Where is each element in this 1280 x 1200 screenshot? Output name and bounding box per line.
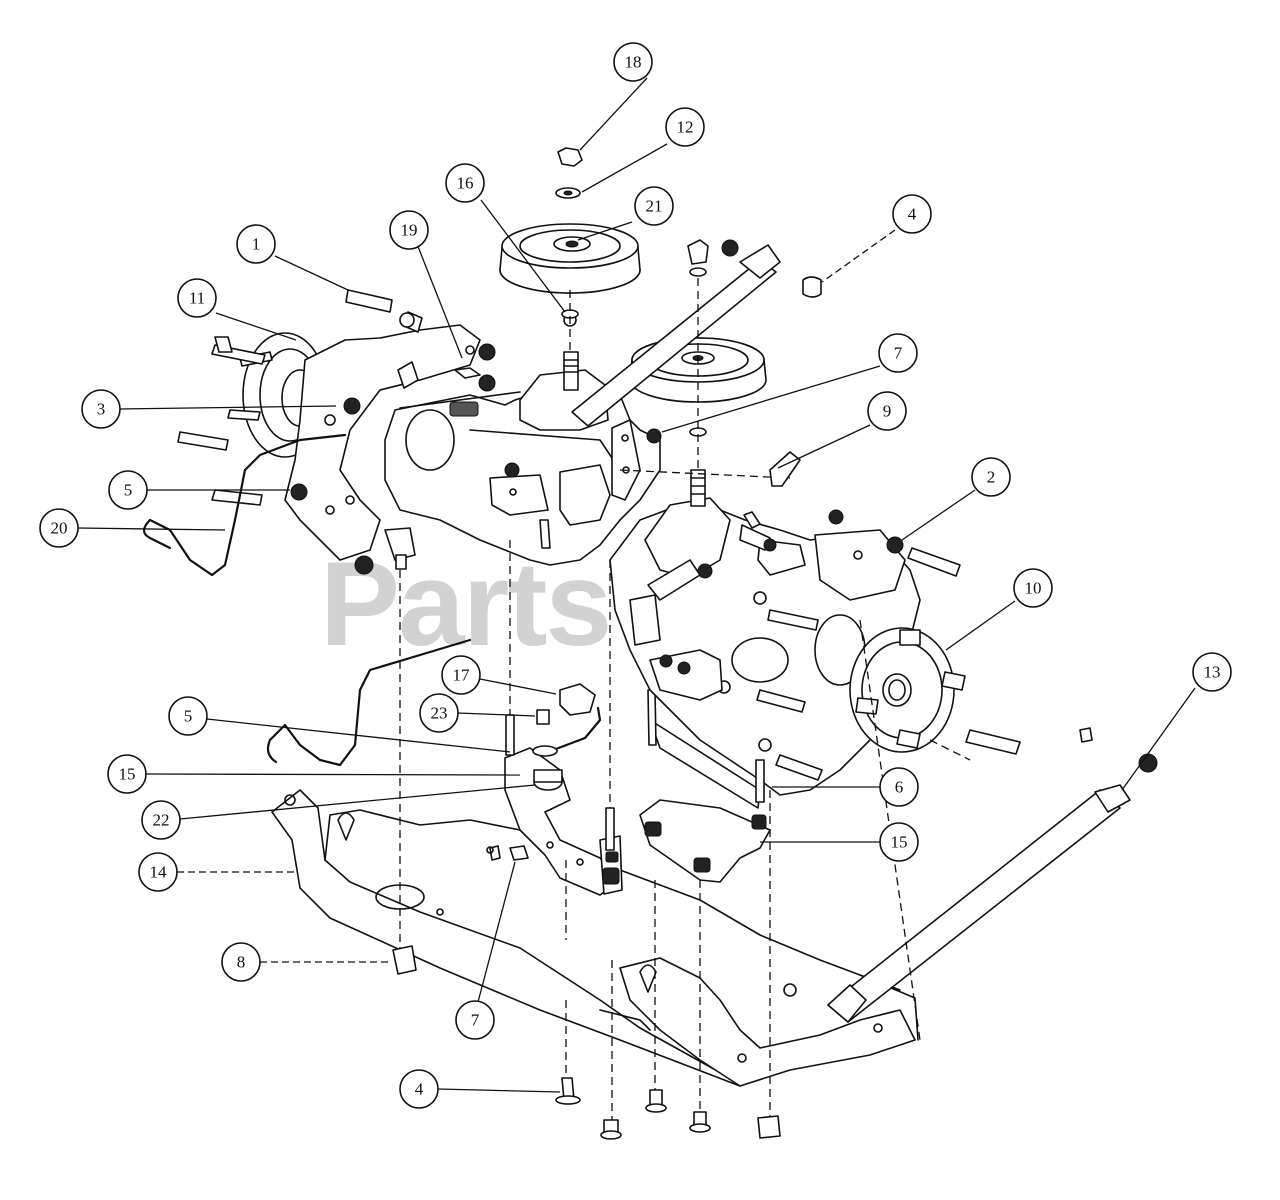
callout-11: 11	[177, 278, 217, 318]
svg-text:4: 4	[908, 205, 917, 224]
svg-text:16: 16	[457, 174, 474, 193]
svg-text:21: 21	[646, 197, 663, 216]
callout-9: 9	[867, 391, 907, 431]
svg-text:19: 19	[401, 221, 418, 240]
callout-16: 16	[445, 163, 485, 203]
callout-3: 3	[81, 389, 121, 429]
svg-text:13: 13	[1204, 663, 1221, 682]
svg-text:8: 8	[237, 953, 246, 972]
mount-plate-left	[504, 747, 623, 896]
top-pulley	[499, 223, 641, 319]
svg-text:9: 9	[883, 402, 892, 421]
callout-18: 18	[613, 42, 653, 82]
svg-text:12: 12	[677, 118, 694, 137]
callout-2: 2	[971, 457, 1011, 497]
callout-14: 14	[138, 852, 178, 892]
callout-15-right: 15	[879, 822, 919, 862]
svg-text:17: 17	[453, 666, 471, 685]
callout-13: 13	[1192, 652, 1232, 692]
callout-7-lower: 7	[455, 1000, 495, 1040]
svg-text:1: 1	[252, 235, 261, 254]
svg-text:2: 2	[987, 468, 996, 487]
svg-text:23: 23	[431, 704, 448, 723]
callout-4-top: 4	[892, 194, 932, 234]
control-rods	[142, 239, 1158, 1120]
svg-text:3: 3	[97, 400, 106, 419]
svg-text:22: 22	[153, 811, 170, 830]
svg-text:7: 7	[894, 344, 903, 363]
callout-7-upper: 7	[878, 333, 918, 373]
leader-lines	[77, 77, 1196, 1093]
callout-23: 23	[419, 693, 459, 733]
callout-12: 12	[665, 107, 705, 147]
right-transaxle	[609, 469, 961, 796]
frame-bracket	[271, 789, 919, 1087]
svg-text:4: 4	[415, 1080, 424, 1099]
svg-text:10: 10	[1025, 579, 1042, 598]
svg-text:20: 20	[51, 519, 68, 538]
svg-text:7: 7	[471, 1011, 480, 1030]
svg-text:11: 11	[189, 289, 205, 308]
callout-5-lower: 5	[168, 696, 208, 736]
callout-21: 21	[634, 186, 674, 226]
hardware	[345, 147, 801, 1140]
callout-10: 10	[1013, 568, 1053, 608]
callout-20: 20	[39, 508, 79, 548]
svg-text:5: 5	[124, 481, 133, 500]
svg-text:5: 5	[184, 707, 193, 726]
callout-6: 6	[879, 767, 919, 807]
svg-text:15: 15	[891, 833, 908, 852]
right-wheel-hub	[849, 627, 1021, 755]
svg-text:18: 18	[625, 53, 642, 72]
callout-17: 17	[441, 655, 481, 695]
callout-4-bottom: 4	[399, 1069, 439, 1109]
callout-19: 19	[389, 210, 429, 250]
callout-8: 8	[221, 942, 261, 982]
callout-22: 22	[141, 800, 181, 840]
left-transaxle	[177, 311, 661, 575]
svg-text:15: 15	[119, 765, 136, 784]
callout-1: 1	[236, 224, 276, 264]
svg-text:6: 6	[895, 778, 904, 797]
svg-text:14: 14	[150, 863, 168, 882]
mount-plate-right	[639, 689, 771, 883]
callout-bubbles: 18 12 16 21 4 1 19 11 7 3 9 5 2 20 10 13…	[39, 42, 1232, 1109]
callout-5-upper: 5	[108, 470, 148, 510]
callout-15-left: 15	[107, 754, 147, 794]
